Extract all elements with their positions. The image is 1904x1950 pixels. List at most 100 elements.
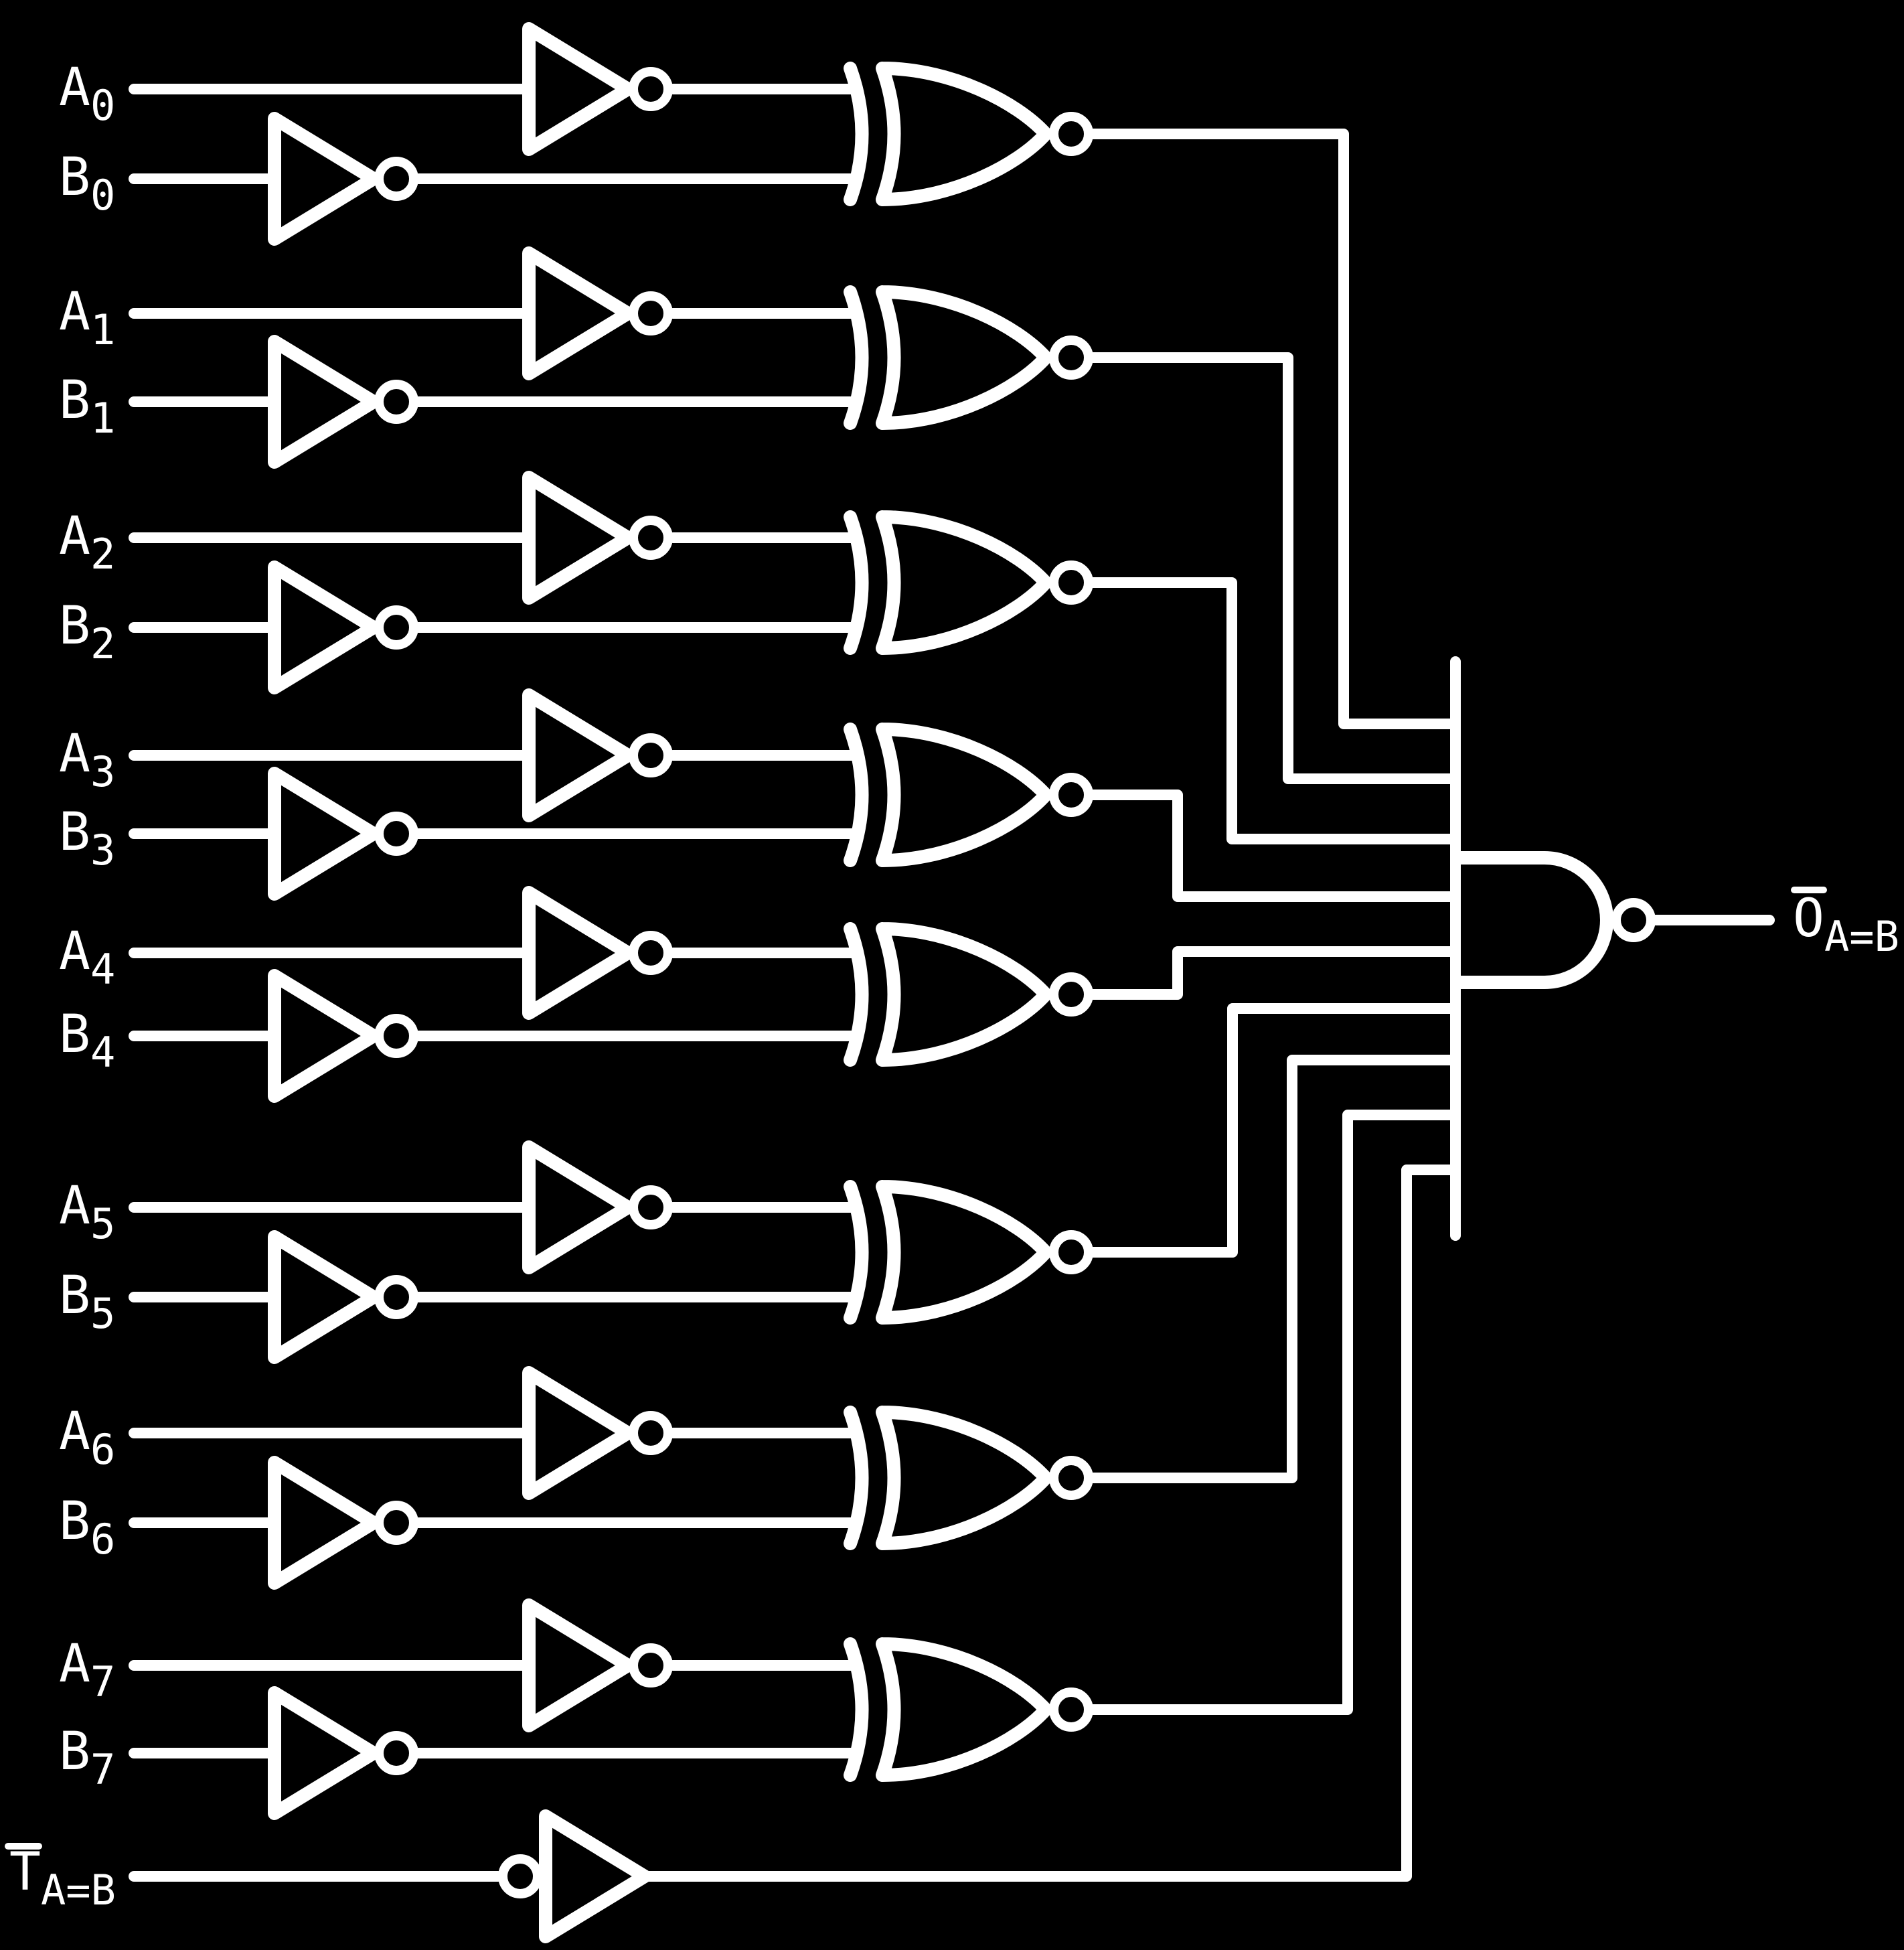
- label-base: A: [59, 282, 90, 342]
- xnor-body-2: [876, 510, 1052, 655]
- xnor-body-0: [876, 62, 1052, 206]
- label-base: O: [1793, 889, 1824, 949]
- label-base: B: [59, 596, 90, 656]
- label-base: A: [59, 1634, 90, 1694]
- label-base: B: [59, 1266, 90, 1326]
- inverter-a2-output-bubble: [629, 516, 673, 560]
- inverter-a6: [522, 1366, 635, 1500]
- nand-output-bubble: [1611, 898, 1656, 942]
- inverter-b1: [268, 335, 380, 469]
- xnor-input-arc-2: [844, 510, 869, 655]
- inverter-a6-output-bubble: [629, 1411, 673, 1455]
- enable-inverter: [539, 1809, 651, 1943]
- wire-xnor-out-5: [1087, 1003, 1457, 1258]
- xnor-input-arc-0: [844, 62, 869, 206]
- inverter-b2-output-bubble: [374, 605, 418, 650]
- label-base: B: [59, 1491, 90, 1552]
- inverter-a3: [522, 688, 635, 822]
- input-label-a5: A5: [59, 1176, 115, 1248]
- wire-xnor-out-6: [1087, 1055, 1457, 1483]
- label-subscript: A=B: [41, 1866, 116, 1915]
- inverter-b4-output-bubble: [374, 1014, 418, 1058]
- output-label: OA=B: [1791, 887, 1899, 961]
- enable-route-wire: [639, 1165, 1457, 1882]
- nand-gate: [1450, 656, 1775, 1241]
- xnor-body-4: [876, 922, 1052, 1067]
- input-label-b4: B4: [59, 1004, 115, 1077]
- xnor-input-arc-1: [844, 285, 869, 430]
- xnor-output-bubble-0: [1049, 112, 1093, 156]
- xnor-output-bubble-4: [1049, 972, 1093, 1017]
- input-label-b7: B7: [59, 1722, 115, 1794]
- input-label-a0: A0: [59, 58, 115, 130]
- xnor-body-7: [876, 1637, 1052, 1782]
- inverter-a3-output-bubble: [629, 733, 673, 777]
- label-base: B: [59, 370, 90, 431]
- wire-xnor-out-1: [1087, 352, 1457, 784]
- wire-xnor-out-4: [1087, 946, 1457, 1000]
- label-base: A: [59, 506, 90, 567]
- xnor-output-bubble-1: [1049, 335, 1093, 380]
- label-subscript: 2: [90, 619, 115, 668]
- input-label-a2: A2: [59, 506, 115, 579]
- inverter-a5: [522, 1140, 635, 1274]
- label-base: B: [59, 1722, 90, 1782]
- inverter-a7: [522, 1598, 635, 1732]
- inverter-a4: [522, 886, 635, 1020]
- label-base: B: [59, 1004, 90, 1065]
- label-base: T: [9, 1842, 41, 1902]
- label-subscript: 2: [90, 530, 115, 579]
- inverter-b6: [268, 1456, 380, 1590]
- wire-xnor-out-3: [1087, 790, 1457, 902]
- inverter-a2: [522, 471, 635, 605]
- wire-xnor-out-2: [1087, 577, 1457, 844]
- label-base: A: [59, 724, 90, 784]
- xnor-output-bubble-2: [1049, 560, 1093, 605]
- label-subscript: 3: [90, 826, 115, 875]
- inverter-b7: [268, 1686, 380, 1820]
- input-label-b0: B0: [59, 147, 115, 220]
- xnor-body-6: [876, 1406, 1052, 1550]
- label-subscript: 5: [90, 1199, 115, 1248]
- wire-xnor-out-7: [1087, 1110, 1457, 1715]
- input-label-a1: A1: [59, 282, 115, 354]
- xnor-output-bubble-3: [1049, 773, 1093, 817]
- inverter-a0-output-bubble: [629, 67, 673, 111]
- xnor-input-arc-7: [844, 1637, 869, 1782]
- input-label-a6: A6: [59, 1402, 115, 1474]
- wire-xnor-out-0: [1087, 129, 1457, 729]
- label-subscript: 0: [90, 81, 115, 130]
- input-label-b3: B3: [59, 802, 115, 875]
- inverter-b3: [268, 767, 380, 901]
- xnor-output-bubble-6: [1049, 1456, 1093, 1500]
- enable-label: TA=B: [5, 1842, 116, 1915]
- enable-label-text: TA=B: [9, 1842, 116, 1915]
- label-subscript: 7: [90, 1745, 115, 1794]
- label-base: A: [59, 58, 90, 118]
- inverter-b7-output-bubble: [374, 1731, 418, 1775]
- label-subscript: 5: [90, 1289, 115, 1338]
- input-label-b6: B6: [59, 1491, 115, 1564]
- xnor-input-arc-3: [844, 723, 869, 867]
- label-subscript: 0: [90, 171, 115, 220]
- inverter-b3-output-bubble: [374, 812, 418, 856]
- input-label-a3: A3: [59, 724, 115, 796]
- label-subscript: 3: [90, 747, 115, 796]
- xnor-input-arc-5: [844, 1180, 869, 1325]
- xnor-body-1: [876, 285, 1052, 430]
- input-label-b5: B5: [59, 1266, 115, 1338]
- inverter-a7-output-bubble: [629, 1643, 673, 1687]
- enable-inverter-input-bubble: [498, 1854, 542, 1898]
- inverter-a0: [522, 22, 635, 156]
- xnor-body-5: [876, 1180, 1052, 1325]
- label-base: A: [59, 1402, 90, 1462]
- input-label-a7: A7: [59, 1634, 115, 1706]
- inverter-a5-output-bubble: [629, 1185, 673, 1229]
- inverter-a1-output-bubble: [629, 291, 673, 335]
- enable-branch: [129, 1165, 1457, 1943]
